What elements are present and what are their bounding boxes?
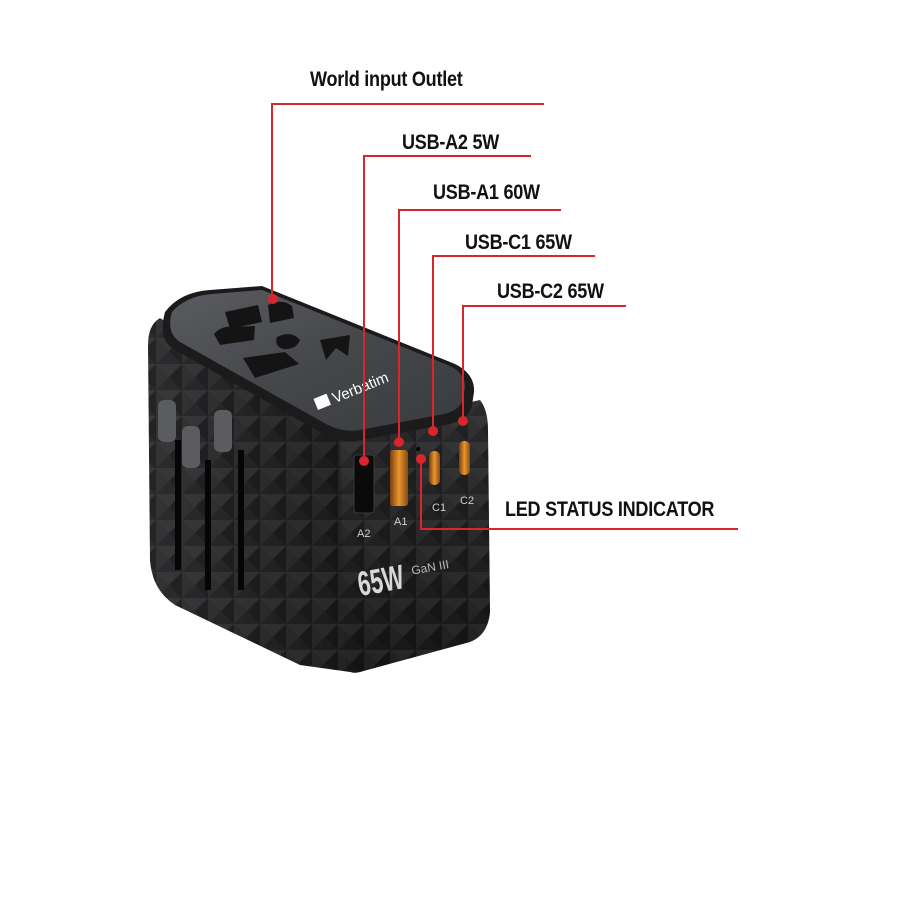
- callout-label-usb-c2: USB-C2 65W: [497, 280, 604, 303]
- power-rating-text: 65W: [355, 559, 408, 604]
- gan-technology-text: GaN III: [410, 557, 450, 577]
- callout-label-led-status-indicator: LED STATUS INDICATOR: [505, 498, 715, 521]
- leader-line-world-input-outlet: [271, 103, 544, 105]
- leader-line-usb-a1-vertical: [398, 209, 400, 440]
- folding-plug-prongs: [158, 400, 244, 590]
- callout-label-usb-a1: USB-A1 60W: [433, 181, 540, 204]
- verbatim-logo-mark: [313, 393, 331, 410]
- led-status-indicator: [416, 447, 420, 451]
- leader-line-world-input-outlet-vertical: [271, 103, 273, 297]
- callout-label-usb-a2: USB-A2 5W: [402, 131, 500, 154]
- port-marking-c1: C1: [432, 502, 446, 514]
- leader-line-usb-a2: [363, 155, 531, 157]
- usb-c1-port: [429, 451, 440, 485]
- usb-a1-port: [390, 450, 408, 506]
- leader-line-usb-a2-vertical: [363, 155, 365, 459]
- leader-line-usb-c2-vertical: [462, 305, 464, 419]
- leader-dot-world-input-outlet: [268, 294, 278, 304]
- leader-dot-usb-c2: [458, 416, 468, 426]
- leader-dot-usb-c1: [428, 426, 438, 436]
- adapter-side-panel: [148, 318, 352, 672]
- leader-dot-usb-a2: [359, 456, 369, 466]
- leader-dot-usb-a1: [394, 437, 404, 447]
- leader-line-led-status-indicator: [420, 528, 738, 530]
- callout-label-usb-c1: USB-C1 65W: [465, 231, 572, 254]
- leader-line-usb-c1: [432, 255, 595, 257]
- world-outlet-face: Verbatim: [162, 286, 475, 441]
- leader-line-led-status-indicator-vertical: [420, 459, 422, 529]
- usb-c2-port: [459, 441, 470, 475]
- port-marking-a2: A2: [357, 528, 370, 540]
- port-marking-c2: C2: [460, 495, 474, 507]
- leader-line-usb-c1-vertical: [432, 255, 434, 429]
- adapter-front-panel: [340, 400, 490, 673]
- leader-line-usb-c2: [462, 305, 626, 307]
- port-marking-a1: A1: [394, 516, 407, 528]
- leader-line-usb-a1: [398, 209, 561, 211]
- callout-label-world-input-outlet: World input Outlet: [310, 68, 463, 91]
